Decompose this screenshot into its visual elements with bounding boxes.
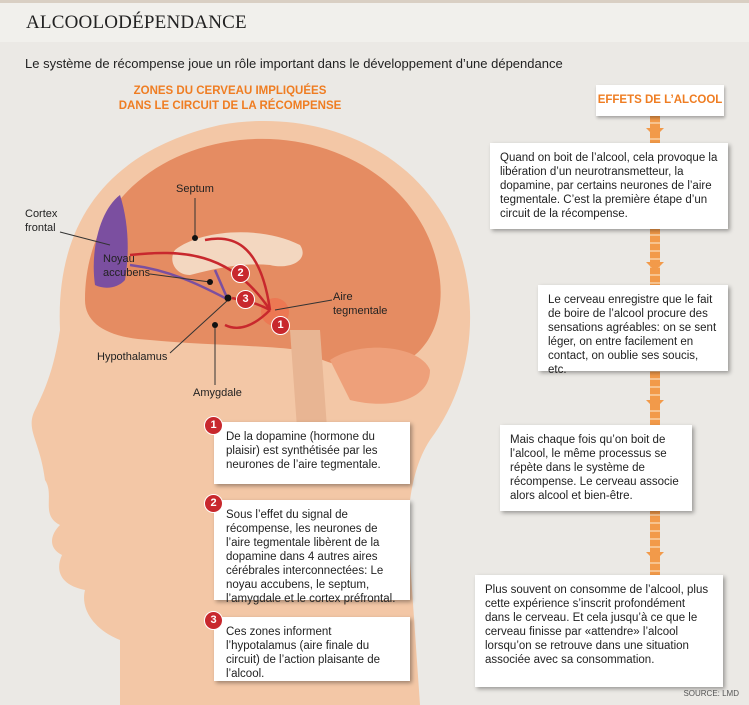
label-aire-line2: tegmentale — [333, 305, 388, 317]
title-bar: ALCOOLODÉPENDANCE — [0, 0, 749, 42]
page-title: ALCOOLODÉPENDANCE — [26, 12, 247, 33]
step-box-1: De la dopamine (hormone du plaisir) est … — [214, 422, 410, 484]
badge-1: 1 — [271, 316, 290, 335]
effet-box-4: Plus souvent on consomme de l’alcool, pl… — [475, 575, 723, 687]
dopamine-arrows — [129, 237, 272, 329]
label-hypothalamus: Hypothalamus — [97, 351, 168, 363]
cerebellum — [330, 347, 430, 404]
step-badge-2: 2 — [204, 494, 223, 513]
label-cortex-frontal: Cortex frontal — [25, 207, 57, 235]
effet-box-2: Le cerveau enregistre que le fait de boi… — [538, 285, 728, 376]
step-badge-1: 1 — [204, 416, 223, 435]
step-box-3: Ces zones informent l’hypotalamus (aire … — [214, 617, 410, 681]
zones-title: ZONES DU CERVEAU IMPLIQUÉES DANS LE CIRCU… — [110, 84, 350, 114]
label-aire-tegmentale: Aire tegmentale — [333, 290, 387, 318]
step-text: De la dopamine (hormone du plaisir) est … — [226, 431, 381, 471]
subtitle: Le système de récompense joue un rôle im… — [25, 56, 563, 71]
label-septum: Septum — [176, 183, 214, 195]
chevron-down-icon — [646, 552, 664, 561]
badge-3: 3 — [236, 290, 255, 309]
effet-box-1: Quand on boit de l’alcool, cela provoque… — [490, 143, 728, 229]
label-amygdale: Amygdale — [193, 387, 242, 399]
chevron-down-icon — [646, 128, 664, 137]
effet-box-3: Mais chaque fois qu’on boit de l’alcool,… — [500, 425, 692, 511]
badge-2: 2 — [231, 264, 250, 283]
chevron-down-icon — [646, 262, 664, 271]
label-cortex-line2: frontal — [25, 222, 56, 234]
zones-title-line1: ZONES DU CERVEAU IMPLIQUÉES — [133, 85, 327, 97]
label-noyau-line2: accubens — [103, 267, 151, 279]
step-text: Sous l’effet du signal de récompense, le… — [226, 509, 396, 605]
label-noyau-line1: Noyau — [103, 253, 135, 265]
label-cortex-line1: Cortex — [25, 208, 58, 220]
label-aire-line1: Aire — [333, 291, 353, 303]
source-credit: SOURCE: LMD — [683, 689, 739, 698]
label-noyau-accubens: Noyau accubens — [103, 252, 150, 280]
zones-title-line2: DANS LE CIRCUIT DE LA RÉCOMPENSE — [118, 100, 342, 112]
leader-lines — [59, 198, 333, 385]
effets-title: EFFETS DE L’ALCOOL — [596, 85, 724, 116]
step-box-2: Sous l’effet du signal de récompense, le… — [214, 500, 410, 605]
inner-brain — [172, 232, 303, 275]
step-text: Ces zones informent l’hypotalamus (aire … — [226, 626, 381, 680]
cortex-frontal — [93, 195, 128, 288]
chevron-down-icon — [646, 400, 664, 409]
step-badge-3: 3 — [204, 611, 223, 630]
